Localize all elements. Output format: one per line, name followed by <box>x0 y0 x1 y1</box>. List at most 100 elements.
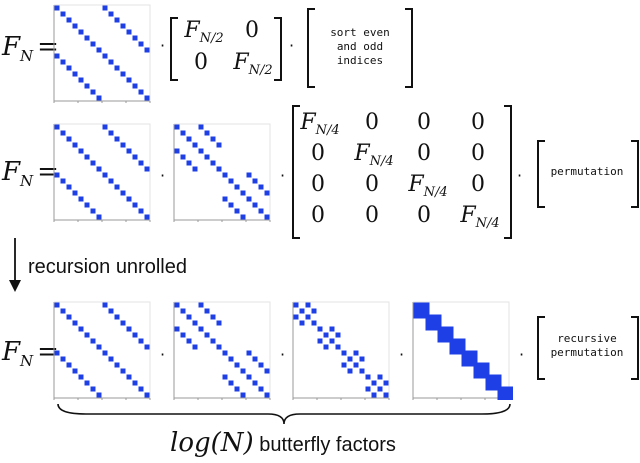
nonzero-entry <box>186 136 192 142</box>
right-bracket <box>631 316 639 380</box>
nonzero-entry <box>491 374 497 380</box>
multiply-dot: · <box>399 345 405 364</box>
nonzero-entry <box>377 386 383 392</box>
nonzero-entry <box>102 350 108 356</box>
note-line: permutation <box>550 165 624 178</box>
nonzero-entry <box>264 214 270 220</box>
nonzero-entry <box>54 124 60 130</box>
lhs-main: F <box>2 32 21 62</box>
butterfly-matrix-r2-2 <box>173 123 271 222</box>
nonzero-entry <box>198 302 204 308</box>
matrix-cell: 0 <box>365 172 379 197</box>
nonzero-entry <box>424 302 430 308</box>
butterfly-matrix-r2-1 <box>53 123 151 222</box>
nonzero-entry <box>78 148 84 154</box>
caption-math: log(N) <box>170 428 254 458</box>
left-bracket <box>537 140 545 208</box>
nonzero-entry <box>264 368 270 374</box>
nonzero-entry <box>198 124 204 130</box>
nonzero-entry <box>491 380 497 386</box>
nonzero-entry <box>108 59 114 65</box>
nonzero-entry <box>210 160 216 166</box>
nonzero-entry <box>228 178 234 184</box>
nonzero-entry <box>102 124 108 130</box>
nonzero-entry <box>174 302 180 308</box>
nonzero-entry <box>413 313 419 319</box>
nonzero-entry <box>460 344 466 350</box>
nonzero-entry <box>174 326 180 332</box>
nonzero-entry <box>60 130 66 136</box>
nonzero-entry <box>120 71 126 77</box>
nonzero-entry <box>78 196 84 202</box>
nonzero-entry <box>72 142 78 148</box>
nonzero-entry <box>329 338 335 344</box>
nonzero-entry <box>496 380 502 386</box>
nonzero-entry <box>108 308 114 314</box>
nonzero-entry <box>419 308 425 314</box>
multiply-dot: · <box>280 345 286 364</box>
nonzero-entry <box>96 47 102 53</box>
nonzero-entry <box>114 314 120 320</box>
nonzero-entry <box>90 160 96 166</box>
nonzero-entry <box>126 326 132 332</box>
nonzero-entry <box>90 338 96 344</box>
nonzero-entry <box>461 356 467 362</box>
multiply-dot: · <box>517 166 523 185</box>
matrix-cell: 0 <box>245 18 259 43</box>
nonzero-entry <box>66 314 72 320</box>
nonzero-entry <box>371 380 377 386</box>
nonzero-entry <box>108 11 114 17</box>
lhs-f-n-row1: FN= <box>2 34 59 69</box>
nonzero-entry <box>102 172 108 178</box>
nonzero-entry <box>425 325 431 331</box>
nonzero-entry <box>443 332 449 338</box>
nonzero-entry <box>371 392 377 398</box>
nonzero-entry <box>138 160 144 166</box>
nonzero-entry <box>108 178 114 184</box>
nonzero-entry <box>365 386 371 392</box>
nonzero-entry <box>472 356 478 362</box>
nonzero-entry <box>60 308 66 314</box>
nonzero-entry <box>180 130 186 136</box>
matrix-frame-light <box>54 123 151 220</box>
nonzero-entry <box>84 154 90 160</box>
nonzero-entry <box>246 374 252 380</box>
nonzero-entry <box>413 302 419 308</box>
right-bracket <box>405 8 413 88</box>
nonzero-entry <box>132 154 138 160</box>
nonzero-entry <box>317 338 323 344</box>
nonzero-entry <box>72 23 78 29</box>
nonzero-entry <box>503 386 509 392</box>
nonzero-entry <box>258 184 264 190</box>
multiply-dot: · <box>289 36 295 55</box>
nonzero-entry <box>431 325 437 331</box>
lhs-main: F <box>2 157 21 187</box>
nonzero-entry <box>311 308 317 314</box>
nonzero-entry <box>66 17 72 23</box>
nonzero-entry <box>424 308 430 314</box>
nonzero-entry <box>90 386 96 392</box>
matrix-cell: 0 <box>311 141 325 166</box>
nonzero-entry <box>323 344 329 350</box>
matrix-cell: 0 <box>311 203 325 228</box>
nonzero-entry <box>120 190 126 196</box>
note-line: sort even <box>330 26 390 39</box>
nonzero-entry <box>210 314 216 320</box>
nonzero-entry <box>114 17 120 23</box>
nonzero-entry <box>485 385 491 391</box>
nonzero-entry <box>78 326 84 332</box>
nonzero-entry <box>204 308 210 314</box>
matrix-cell: 0 <box>311 172 325 197</box>
nonzero-entry <box>419 313 425 319</box>
right-bracket <box>274 17 282 81</box>
nonzero-entry <box>497 397 503 400</box>
nonzero-entry <box>479 373 485 379</box>
nonzero-entry <box>66 362 72 368</box>
multiply-dot: · <box>160 345 166 364</box>
matrix-cell: FN/2 <box>184 18 224 47</box>
nonzero-entry <box>222 374 228 380</box>
nonzero-entry <box>222 172 228 178</box>
matrix-cell: 0 <box>471 141 485 166</box>
nonzero-entry <box>132 35 138 41</box>
nonzero-entry <box>449 338 455 344</box>
